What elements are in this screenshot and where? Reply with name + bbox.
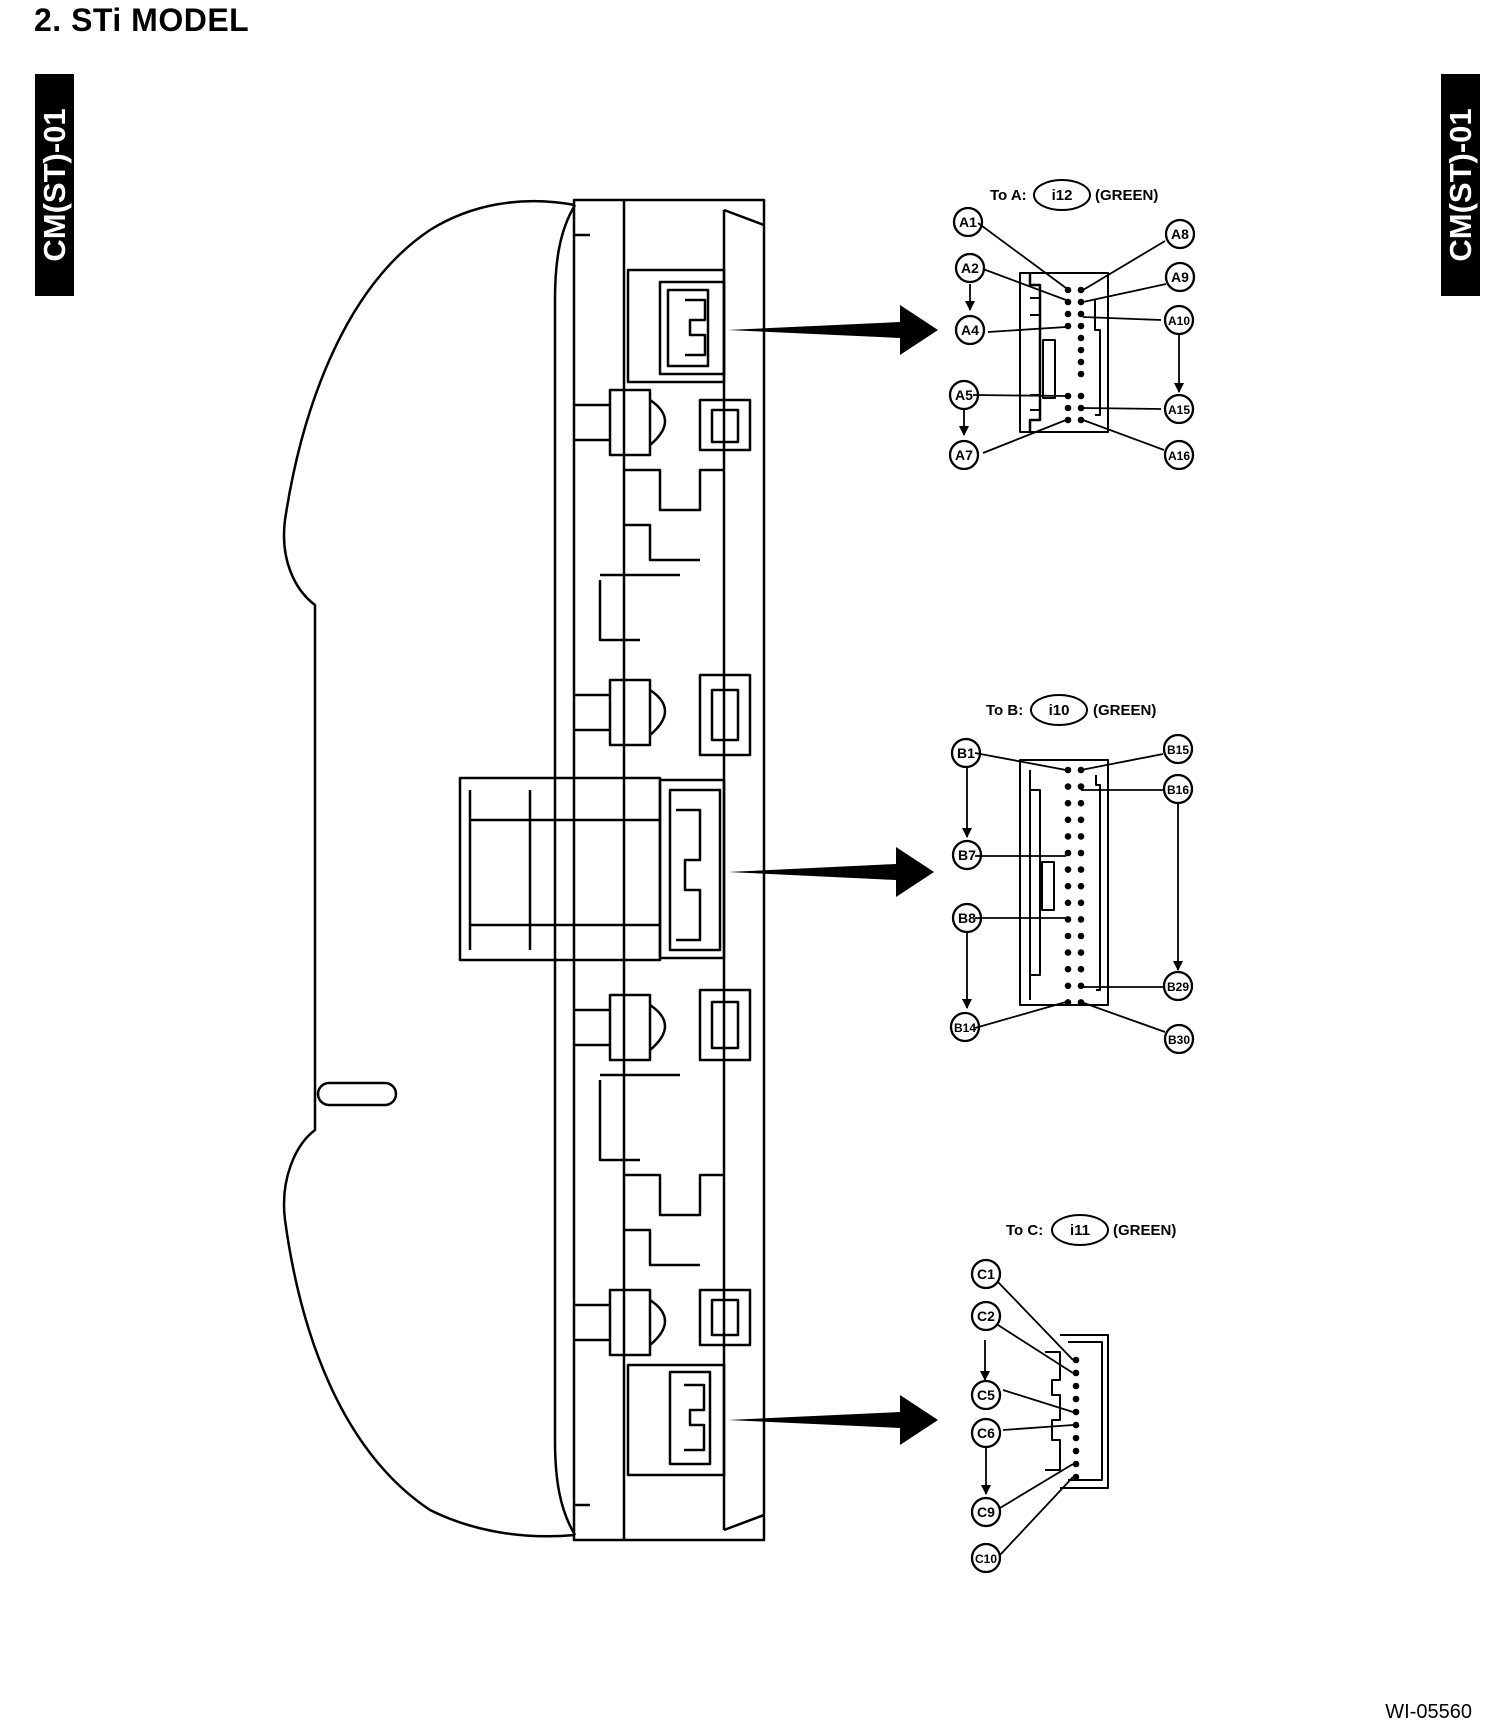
connector-b-pin <box>1064 932 1072 940</box>
connector-b-pin <box>1064 783 1072 790</box>
connector-b-pin <box>1077 982 1085 990</box>
pin-a15-label: A15 <box>1168 403 1190 417</box>
connector-b-pin <box>1064 833 1072 840</box>
connector-b-pin <box>1077 899 1085 907</box>
connector-b-pin <box>1064 816 1072 824</box>
pin-b15-label: B15 <box>1167 743 1189 757</box>
pin-a8-label: A8 <box>1171 226 1189 242</box>
pin-a10-label: A10 <box>1168 314 1190 328</box>
pin-b8-label: B8 <box>958 910 976 926</box>
connector-b-pin <box>1077 783 1085 790</box>
figure-reference-code: WI-05560 <box>1385 1701 1472 1723</box>
pin-c5-label: C5 <box>977 1387 995 1403</box>
connector-b-pin <box>1077 916 1085 923</box>
pin-a9-label: A9 <box>1171 269 1189 285</box>
section-tab-right: CM(ST)-01 <box>1441 74 1480 296</box>
pin-b14-label: B14 <box>954 1021 976 1035</box>
connector-b-pin <box>1077 882 1085 890</box>
connector-b-pin <box>1077 816 1085 824</box>
connector-b-pin <box>1064 999 1072 1006</box>
connector-a-code: i12 <box>1052 187 1073 204</box>
pin-a7-label: A7 <box>955 447 973 463</box>
pin-c9-label: C9 <box>977 1504 995 1520</box>
connector-b-pin <box>1064 766 1072 774</box>
connector-c-color: (GREEN) <box>1113 1222 1176 1239</box>
pin-a4-label: A4 <box>961 322 979 338</box>
connector-b-pin <box>1077 949 1085 956</box>
connector-b-pin <box>1077 799 1085 807</box>
connector-b-code: i10 <box>1049 702 1070 719</box>
connector-b-pin <box>1077 866 1085 873</box>
connector-b-pin <box>1077 965 1085 973</box>
pin-a5-label: A5 <box>955 387 973 403</box>
pin-a16-label: A16 <box>1168 449 1190 463</box>
pin-b7-label: B7 <box>958 847 976 863</box>
connector-b-pin <box>1064 982 1072 990</box>
pin-b1-label: B1 <box>957 745 975 761</box>
pin-c1-label: C1 <box>977 1266 995 1282</box>
connector-a-prefix: To A: <box>990 187 1027 204</box>
pin-b16-label: B16 <box>1167 783 1189 797</box>
connector-b-pin <box>1064 849 1072 857</box>
connector-b-pin <box>1064 882 1072 890</box>
pin-b30-label: B30 <box>1168 1033 1190 1047</box>
connector-b-pin <box>1064 949 1072 956</box>
pin-c10-label: C10 <box>975 1552 997 1566</box>
arrow-to-connector-a <box>728 305 938 355</box>
connector-b-pin <box>1077 932 1085 940</box>
connector-b-pin <box>1064 916 1072 923</box>
section-tab-left: CM(ST)-01 <box>35 74 74 296</box>
connector-b: To B: i10 (GREEN) B1 <box>949 694 1195 1055</box>
connector-b-pin <box>1064 899 1072 907</box>
pin-b29-label: B29 <box>1167 980 1189 994</box>
connector-b-color: (GREEN) <box>1093 702 1156 719</box>
pin-c2-label: C2 <box>977 1308 995 1324</box>
connector-b-pin <box>1064 866 1072 873</box>
connector-b-pin <box>1077 849 1085 857</box>
arrow-to-connector-c <box>728 1395 938 1445</box>
connector-a: To A: i12 (GREEN) <box>948 179 1196 471</box>
arrow-to-connector-b <box>728 847 934 897</box>
connector-b-pin <box>1064 799 1072 807</box>
connector-c: To C: i11 (GREEN) C <box>970 1214 1176 1574</box>
connector-b-pin <box>1064 965 1072 973</box>
connector-c-code: i11 <box>1070 1222 1090 1239</box>
connector-b-pin <box>1077 833 1085 840</box>
connector-c-prefix: To C: <box>1006 1222 1043 1239</box>
combination-meter-body <box>282 198 766 1542</box>
connector-a-color: (GREEN) <box>1095 187 1158 204</box>
section-title: 2. STi MODEL <box>34 2 250 38</box>
pin-a2-label: A2 <box>961 260 979 276</box>
pin-a1-label: A1 <box>959 214 977 230</box>
connector-b-prefix: To B: <box>986 702 1023 719</box>
pin-c6-label: C6 <box>977 1425 995 1441</box>
